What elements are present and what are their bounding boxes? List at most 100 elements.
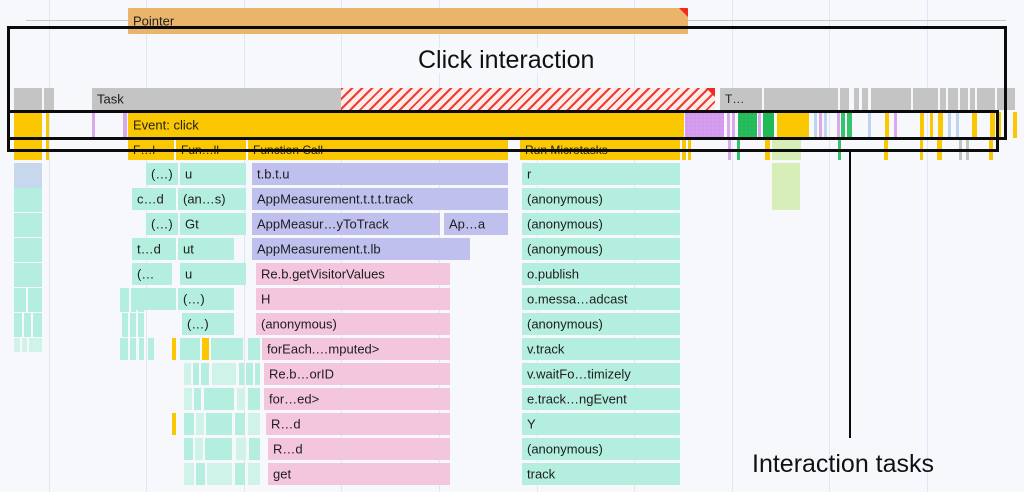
stack-cell[interactable]: (…) <box>182 313 234 335</box>
rendering-tick[interactable] <box>727 112 730 138</box>
stack-cell[interactable] <box>246 363 253 385</box>
stack-cell[interactable]: (…) <box>178 288 234 310</box>
stack-cell[interactable] <box>130 338 136 360</box>
stack-cell[interactable] <box>206 413 232 435</box>
stack-cell[interactable]: u <box>180 163 246 185</box>
stack-cell[interactable] <box>148 338 154 360</box>
stack-cell[interactable]: v.track <box>522 338 680 360</box>
stack-cell[interactable] <box>139 338 144 360</box>
stack-cell[interactable]: c…d <box>132 188 176 210</box>
painting-tick[interactable] <box>847 112 852 138</box>
loading-tick[interactable] <box>956 112 959 138</box>
painting-tick[interactable] <box>841 112 845 138</box>
stack-cell[interactable] <box>14 213 42 237</box>
stack-cell[interactable]: (anonymous) <box>522 313 680 335</box>
rendering-tick[interactable] <box>819 112 822 138</box>
stack-cell[interactable] <box>184 363 191 385</box>
stack-cell[interactable] <box>24 313 31 337</box>
long-task-bar[interactable] <box>341 88 715 110</box>
event-click-bar[interactable]: Event: click <box>128 112 684 138</box>
stack-cell[interactable] <box>195 438 203 460</box>
stack-cell[interactable]: r <box>522 163 680 185</box>
stack-cell[interactable]: t.b.t.u <box>252 163 508 185</box>
interaction-pointer-bar[interactable]: Pointer <box>128 8 688 34</box>
stack-cell[interactable]: v.waitFo…timizely <box>522 363 680 385</box>
rendering-bar[interactable] <box>685 112 724 138</box>
script-tick[interactable] <box>990 112 995 138</box>
task-bar[interactable] <box>44 88 54 110</box>
task-bar[interactable] <box>854 88 859 110</box>
stack-cell[interactable]: o.messa…adcast <box>522 288 680 310</box>
stack-cell[interactable] <box>196 413 204 435</box>
stack-cell[interactable]: ut <box>178 238 234 260</box>
stack-cell[interactable]: (anonymous) <box>522 213 680 235</box>
stack-cell[interactable] <box>120 288 129 312</box>
stack-cell[interactable] <box>184 413 194 435</box>
stack-cell[interactable]: AppMeasur…yToTrack <box>252 213 440 235</box>
script-bar[interactable] <box>14 112 42 138</box>
stack-cell[interactable] <box>194 388 201 410</box>
rendering-tick[interactable] <box>732 112 735 138</box>
stack-cell[interactable] <box>239 363 244 385</box>
task-bar[interactable] <box>14 88 42 110</box>
stack-cell[interactable] <box>248 338 260 360</box>
stack-cell[interactable] <box>184 388 192 410</box>
stack-cell[interactable]: o.publish <box>522 263 680 285</box>
stack-cell[interactable]: get <box>268 463 450 485</box>
stack-cell[interactable] <box>211 338 243 360</box>
script-tick[interactable] <box>972 112 977 138</box>
script-tick[interactable] <box>1013 112 1017 138</box>
stack-cell[interactable]: u <box>180 263 246 285</box>
stack-cell[interactable]: e.track…ngEvent <box>522 388 680 410</box>
stack-cell[interactable] <box>207 463 232 485</box>
script-tick[interactable] <box>938 112 943 138</box>
script-tick[interactable] <box>930 112 933 138</box>
rendering-tick[interactable] <box>123 112 127 138</box>
stack-cell[interactable]: t…d <box>132 238 176 260</box>
stack-cell[interactable] <box>138 288 144 312</box>
script-tick[interactable] <box>202 338 209 360</box>
stack-cell[interactable] <box>14 288 26 312</box>
stack-cell[interactable]: (…) <box>146 163 178 185</box>
rendering-tick[interactable] <box>758 112 761 138</box>
stack-cell[interactable] <box>193 363 199 385</box>
script-bar[interactable] <box>777 112 809 138</box>
task-bar[interactable] <box>948 88 958 110</box>
stack-cell[interactable] <box>196 463 205 485</box>
stack-cell[interactable]: (… <box>132 263 172 285</box>
stack-cell[interactable] <box>14 238 42 262</box>
task-bar[interactable] <box>960 88 968 110</box>
loading-tick[interactable] <box>868 112 871 138</box>
stack-cell[interactable] <box>201 363 209 385</box>
rendering-tick[interactable] <box>837 112 840 138</box>
task-bar-main[interactable]: Task <box>92 88 341 110</box>
task-bar[interactable] <box>970 88 975 110</box>
stack-cell[interactable] <box>22 338 27 352</box>
stack-cell[interactable]: AppMeasurement.t.t.t.track <box>252 188 508 210</box>
stack-cell[interactable] <box>248 413 260 435</box>
stack-cell[interactable] <box>255 363 260 385</box>
script-tick[interactable] <box>172 338 176 360</box>
task-bar[interactable] <box>913 88 938 110</box>
stack-cell[interactable] <box>184 463 194 485</box>
loading-tick[interactable] <box>814 112 817 138</box>
stack-cell[interactable]: (an…s) <box>178 188 246 210</box>
script-tick[interactable] <box>172 413 176 435</box>
stack-cell[interactable]: Gt <box>180 213 246 235</box>
stack-cell[interactable] <box>237 388 245 410</box>
stack-cell[interactable]: (anonymous) <box>256 313 450 335</box>
stack-cell[interactable]: track <box>522 463 680 485</box>
stack-cell[interactable]: AppMeasurement.t.lb <box>252 238 470 260</box>
stack-cell[interactable] <box>212 363 236 385</box>
stack-cell[interactable]: Re.b…orID <box>264 363 450 385</box>
stack-cell[interactable]: Y <box>522 413 680 435</box>
stack-cell[interactable] <box>130 313 136 337</box>
task-bar[interactable] <box>862 88 868 110</box>
script-tick[interactable] <box>998 112 1001 138</box>
script-tick[interactable] <box>920 112 924 138</box>
loading-tick[interactable] <box>824 112 827 138</box>
stack-cell[interactable] <box>14 263 42 287</box>
task-bar[interactable] <box>840 88 849 110</box>
stack-cell[interactable] <box>236 438 246 460</box>
stack-cell[interactable] <box>120 338 128 360</box>
